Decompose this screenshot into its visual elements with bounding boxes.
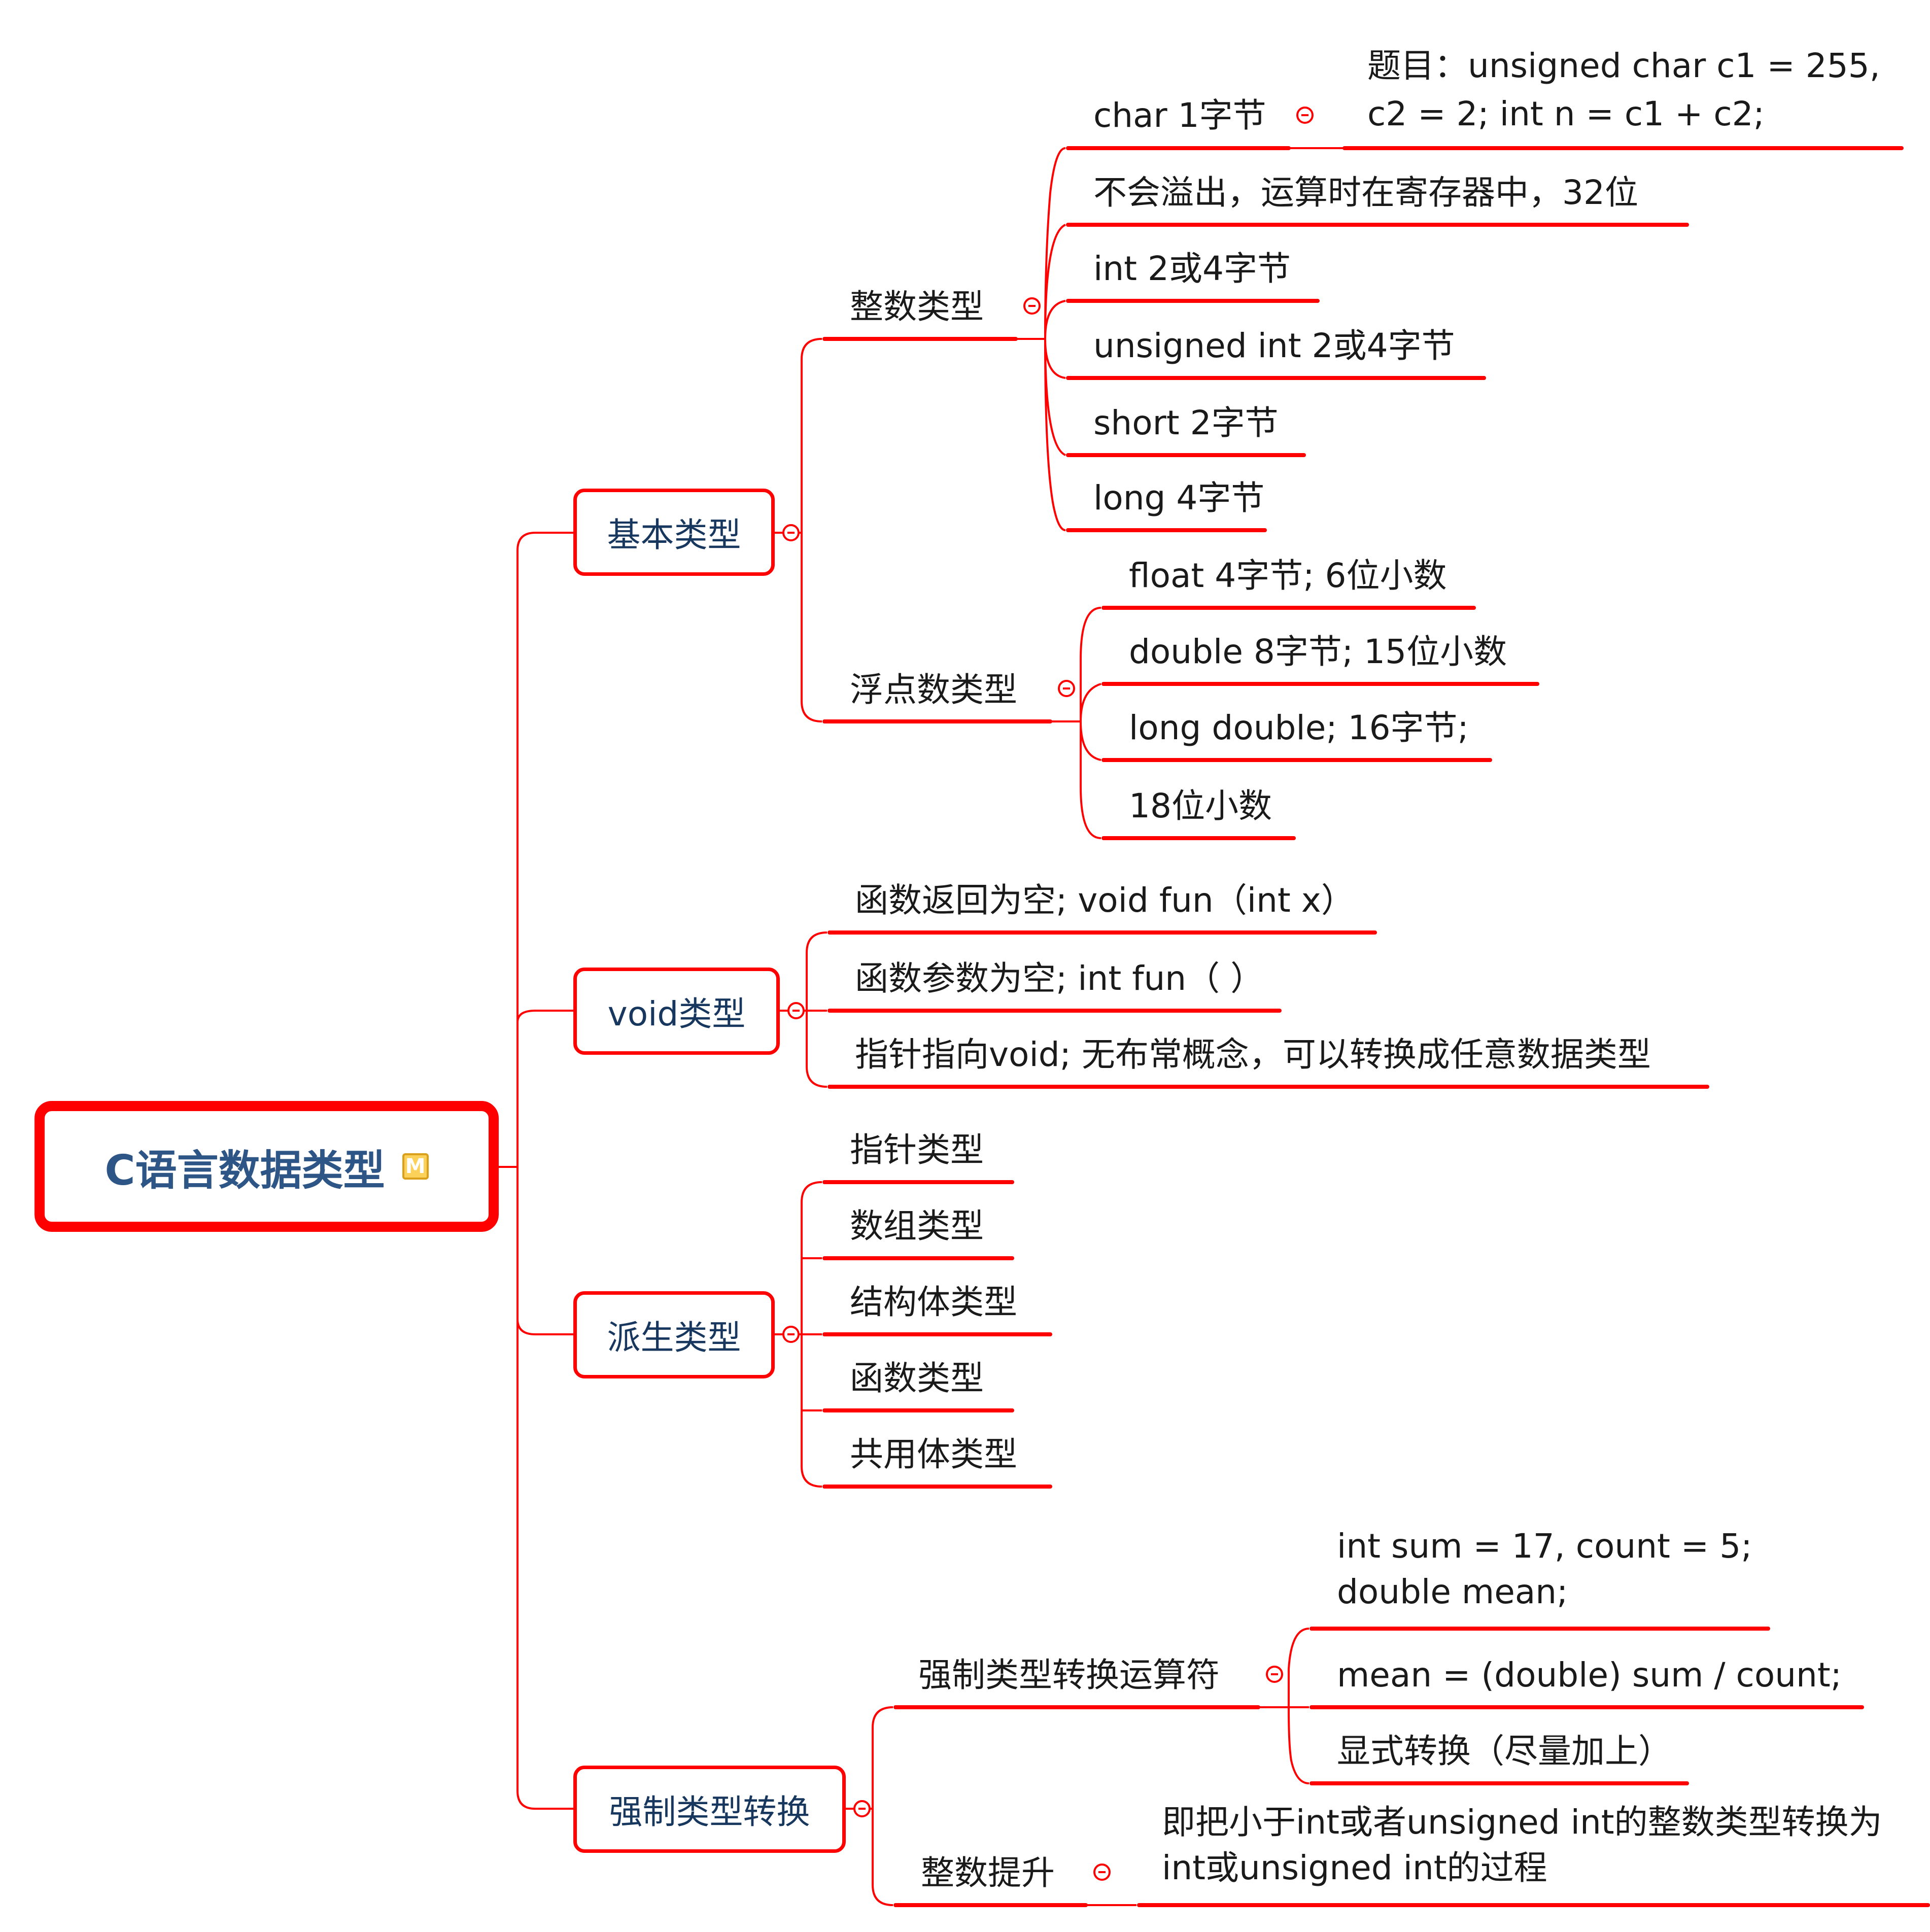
topic-explicit-cast[interactable]: 显式转换（尽量加上） <box>1337 1732 1672 1771</box>
connector-integer-tree <box>1044 147 1066 531</box>
branch-basic-types[interactable]: 基本类型 <box>573 489 775 576</box>
collapse-void-icon[interactable] <box>787 1002 805 1019</box>
topic-void-return[interactable]: 函数返回为空; void fun（int x） <box>855 881 1355 920</box>
branch-derived-types-label: 派生类型 <box>607 1318 741 1357</box>
topic-int-overflow[interactable]: 不会溢出，运算时在寄存器中，32位 <box>1093 173 1638 212</box>
topic-double[interactable]: double 8字节; 15位小数 <box>1129 632 1507 671</box>
connector-float-mid1 <box>1080 683 1101 722</box>
collapse-basic-icon[interactable] <box>782 524 800 541</box>
connector-float-mid2 <box>1080 721 1101 761</box>
topic-float[interactable]: float 4字节; 6位小数 <box>1129 556 1447 595</box>
topic-union-type[interactable]: 共用体类型 <box>850 1435 1017 1474</box>
connector-integer-mid2 <box>1044 300 1066 339</box>
branch-derived-types[interactable]: 派生类型 <box>573 1291 775 1378</box>
root-topic[interactable]: C语言数据类型 M <box>35 1101 499 1232</box>
branch-void-type[interactable]: void类型 <box>573 968 780 1055</box>
collapse-promotion-icon[interactable] <box>1093 1864 1111 1881</box>
topic-promotion-note-line1[interactable]: 即把小于int或者unsigned int的整数类型转换为 <box>1162 1803 1882 1842</box>
collapse-float-icon[interactable] <box>1058 680 1075 697</box>
topic-function-type[interactable]: 函数类型 <box>850 1359 984 1398</box>
topic-char[interactable]: char 1字节 <box>1093 96 1266 135</box>
topic-integer-types[interactable]: 整数类型 <box>850 287 984 326</box>
topic-short[interactable]: short 2字节 <box>1093 403 1279 442</box>
collapse-derived-icon[interactable] <box>782 1326 800 1343</box>
branch-void-type-label: void类型 <box>607 994 746 1033</box>
topic-long[interactable]: long 4字节 <box>1093 478 1265 518</box>
connector-basic-tree <box>801 338 822 722</box>
topic-promotion-note-line2[interactable]: int或unsigned int的过程 <box>1162 1848 1547 1887</box>
connector-void <box>516 1010 573 1023</box>
topic-18-digits[interactable]: 18位小数 <box>1129 786 1272 825</box>
topic-char-note-line2[interactable]: c2 = 2; int n = c1 + c2; <box>1367 94 1765 133</box>
topic-float-types[interactable]: 浮点数类型 <box>850 670 1017 709</box>
connector-integer-mid4 <box>1044 338 1066 456</box>
collapse-cast-icon[interactable] <box>853 1800 871 1817</box>
topic-char-note-line1[interactable]: 题目：unsigned char c1 = 255, <box>1367 46 1880 85</box>
connector-cast-tree <box>872 1706 893 1906</box>
branch-type-casting-label: 强制类型转换 <box>609 1792 810 1832</box>
branch-basic-types-label: 基本类型 <box>607 515 741 555</box>
topic-operator-example-line2[interactable]: double mean; <box>1337 1572 1568 1611</box>
topic-array-type[interactable]: 数组类型 <box>850 1206 984 1246</box>
topic-cast-operator[interactable]: 强制类型转换运算符 <box>918 1655 1220 1695</box>
topic-unsigned-int[interactable]: unsigned int 2或4字节 <box>1093 326 1455 365</box>
topic-integer-promotion[interactable]: 整数提升 <box>921 1853 1055 1892</box>
topic-int[interactable]: int 2或4字节 <box>1093 249 1291 288</box>
connector-operator-tree <box>1287 1628 1309 1784</box>
topic-struct-type[interactable]: 结构体类型 <box>850 1283 1017 1322</box>
connector-integer-mid1 <box>1044 224 1066 339</box>
collapse-integer-icon[interactable] <box>1023 297 1041 315</box>
branch-type-casting[interactable]: 强制类型转换 <box>573 1766 846 1853</box>
marker-m-icon[interactable]: M <box>402 1153 429 1180</box>
root-topic-label: C语言数据类型 <box>105 1146 385 1195</box>
collapse-operator-icon[interactable] <box>1266 1666 1283 1683</box>
topic-operator-mean[interactable]: mean = (double) sum / count; <box>1337 1655 1842 1695</box>
topic-pointer-type[interactable]: 指针类型 <box>850 1130 984 1169</box>
connector-derived <box>516 1319 573 1335</box>
topic-void-params[interactable]: 函数参数为空; int fun（ ） <box>855 959 1264 998</box>
topic-operator-example-line1[interactable]: int sum = 17, count = 5; <box>1337 1527 1752 1566</box>
connector-trunk <box>516 532 536 1810</box>
connector-integer-mid3 <box>1044 338 1066 379</box>
connector-float-tree <box>1080 607 1101 839</box>
topic-long-double[interactable]: long double; 16字节; <box>1129 708 1469 747</box>
collapse-char-icon[interactable] <box>1296 107 1314 124</box>
topic-void-pointer[interactable]: 指针指向void; 无布常概念，可以转换成任意数据类型 <box>855 1035 1651 1074</box>
